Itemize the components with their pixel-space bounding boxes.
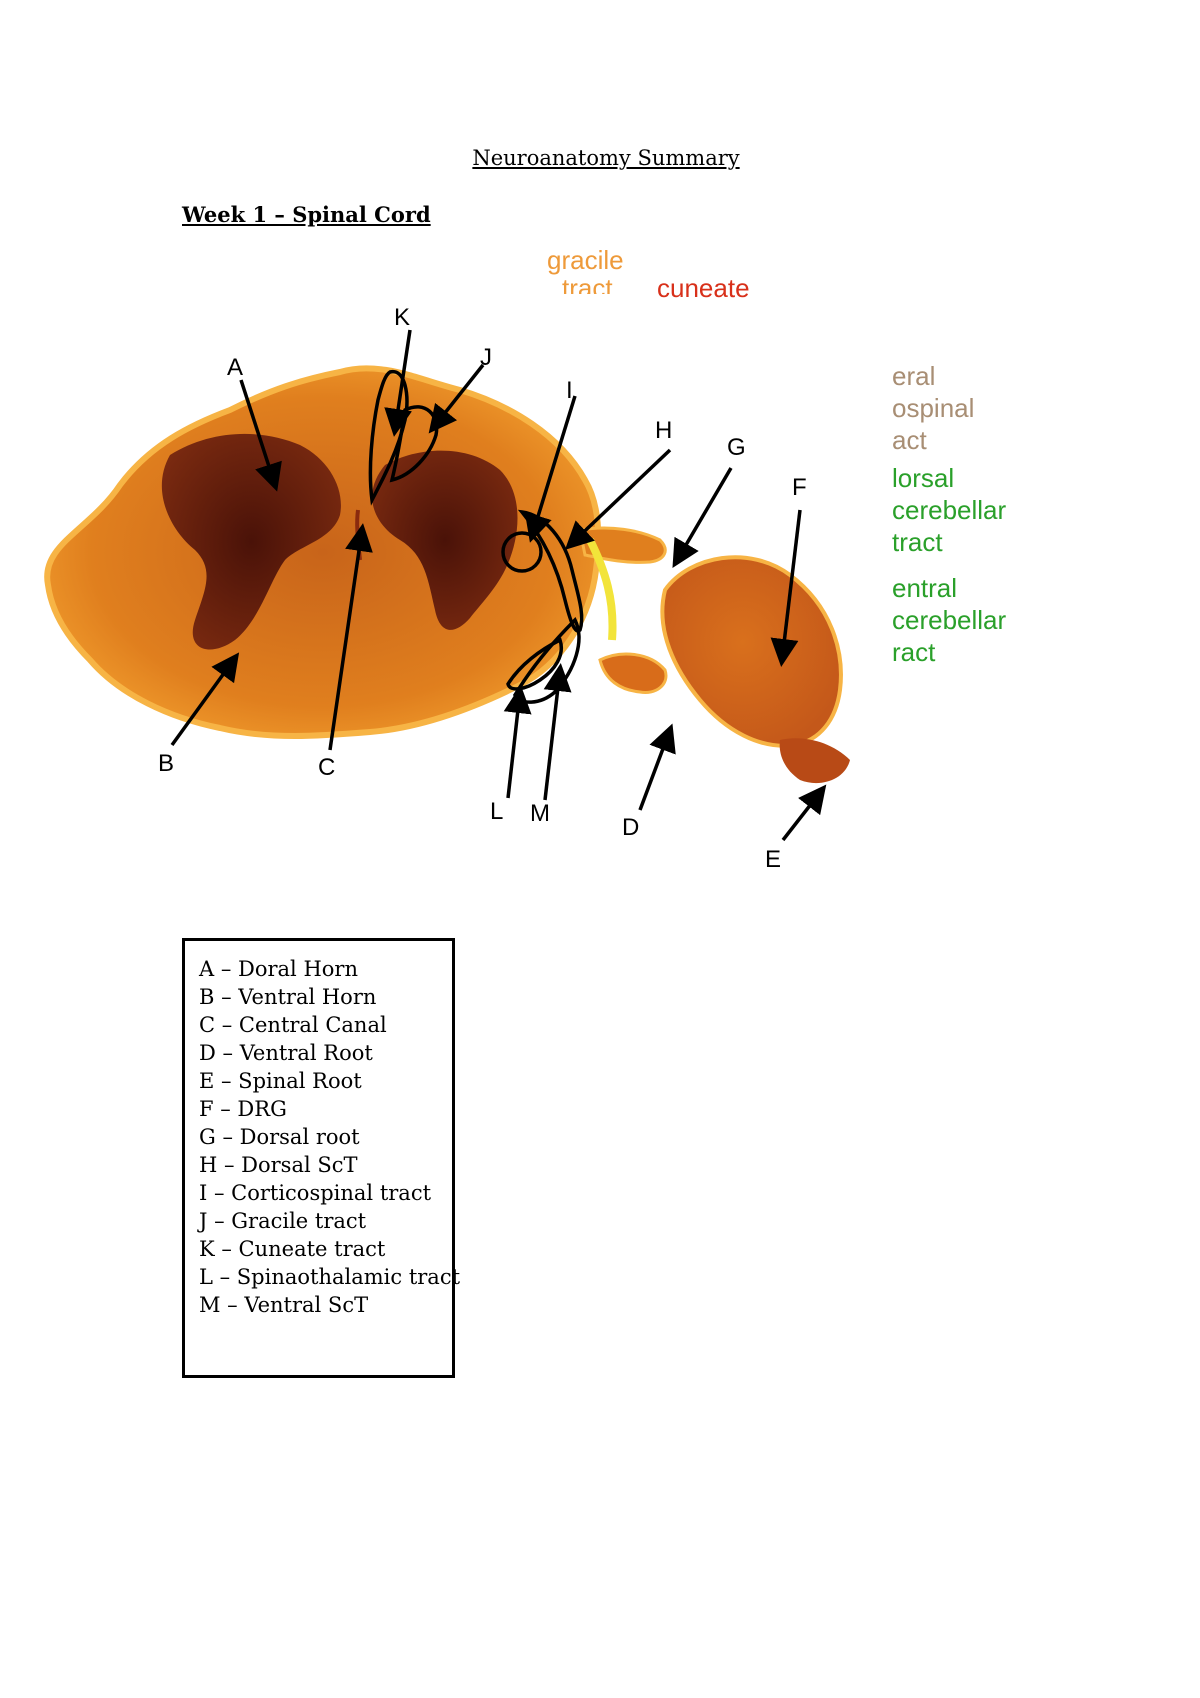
label-lateral-corticospinal-1: eral: [892, 361, 936, 391]
figure-letter-m: M: [530, 800, 550, 827]
figure-letter-e: E: [765, 846, 782, 873]
label-dorsal-scT-2: cerebellar: [892, 495, 1007, 525]
figure-letter-l: L: [490, 798, 504, 825]
figure-letter-j: J: [480, 344, 492, 371]
figure-letter-a: A: [227, 354, 244, 381]
figure-letter-b: B: [158, 750, 175, 777]
section-heading: Week 1 – Spinal Cord: [182, 202, 431, 227]
label-gracile-tract: tract: [562, 273, 613, 294]
legend-item-m: M – Ventral ScT: [199, 1293, 369, 1317]
legend-item-j: J – Gracile tract: [199, 1209, 367, 1233]
legend-item-d: D – Ventral Root: [199, 1041, 373, 1065]
label-cuneate: cuneate: [657, 273, 750, 303]
figure-letter-k: K: [394, 304, 411, 331]
label-dorsal-scT-1: lorsal: [892, 463, 955, 493]
figure-letter-d: D: [622, 814, 640, 841]
ventral-root: [598, 652, 668, 695]
legend-item-a: A – Doral Horn: [199, 957, 358, 981]
tract-outline-i: [501, 531, 543, 573]
legend-item-e: E – Spinal Root: [199, 1069, 362, 1093]
grey-matter-right: [372, 450, 518, 630]
legend-box: A – Doral Horn B – Ventral Horn C – Cent…: [182, 938, 461, 1378]
figure-letter-i: I: [566, 377, 573, 404]
figure-letter-h: H: [655, 417, 673, 444]
label-ventral-scT-2: cerebellar: [892, 605, 1007, 635]
dorsal-root: [578, 526, 667, 564]
drg-body: [660, 555, 843, 748]
spinal-cord-diagram: [44, 329, 850, 842]
pointer-arrows: [170, 329, 827, 842]
spinal-cord-tissue: [44, 365, 602, 739]
legend-item-c: C – Central Canal: [199, 1013, 387, 1037]
legend-item-f: F – DRG: [199, 1097, 287, 1121]
document-title: Neuroanatomy Summary: [472, 146, 740, 170]
label-ventral-scT-1: entral: [892, 573, 958, 603]
legend-item-i: I – Corticospinal tract: [199, 1181, 432, 1205]
spinal-cord-figure: A B C D E F G H I J K L M gracile tract …: [0, 240, 1200, 900]
tract-outline-k: [368, 370, 409, 506]
spinal-nerve: [779, 738, 850, 784]
legend-item-b: B – Ventral Horn: [199, 985, 377, 1009]
grey-matter-left: [161, 433, 341, 650]
label-ventral-scT-3: ract: [892, 637, 936, 667]
figure-letter-f: F: [792, 474, 807, 501]
label-lateral-corticospinal-2: ospinal: [892, 393, 975, 423]
figure-letter-c: C: [318, 754, 336, 781]
label-lateral-corticospinal-3: act: [892, 425, 927, 455]
legend-item-l: L – Spinaothalamic tract: [199, 1265, 461, 1289]
label-gracile: gracile: [547, 245, 624, 275]
legend-item-h: H – Dorsal ScT: [199, 1153, 358, 1177]
legend-item-k: K – Cuneate tract: [199, 1237, 386, 1261]
label-dorsal-scT-3: tract: [892, 527, 943, 557]
legend-item-g: G – Dorsal root: [199, 1125, 360, 1149]
figure-letter-g: G: [727, 434, 746, 461]
